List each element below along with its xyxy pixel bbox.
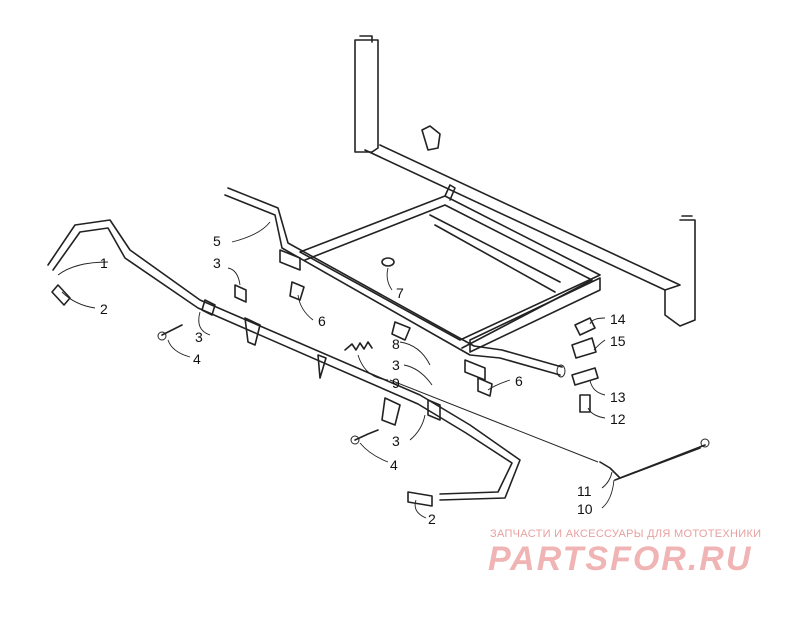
callout-6-b: 6 xyxy=(515,373,523,389)
nut xyxy=(381,257,395,267)
callout-3-c: 3 xyxy=(392,357,400,373)
callout-3-b: 3 xyxy=(195,329,203,345)
grip-end xyxy=(407,491,433,507)
cable-handle xyxy=(389,379,710,481)
watermark-brand: PARTSFOR.RU xyxy=(488,540,753,578)
callout-5: 5 xyxy=(213,233,221,249)
callout-14: 14 xyxy=(610,311,626,327)
brackets xyxy=(201,249,493,426)
spring xyxy=(344,341,373,351)
callout-4-b: 4 xyxy=(390,457,398,473)
callout-15: 15 xyxy=(610,333,626,349)
callout-2-upper: 2 xyxy=(100,301,108,317)
callout-3-a: 3 xyxy=(213,255,221,271)
watermark-tagline: ЗАПЧАСТИ И АКСЕССУАРЫ ДЛЯ МОТОТЕХНИКИ xyxy=(490,528,762,540)
lower-bar xyxy=(47,219,521,501)
callout-labels: 1 2 2 3 3 3 3 4 4 5 6 6 7 8 9 10 11 12 1… xyxy=(100,233,626,527)
callout-4-a: 4 xyxy=(193,351,201,367)
callout-13: 13 xyxy=(610,389,626,405)
leader-lines xyxy=(57,221,615,519)
callout-8: 8 xyxy=(392,336,400,352)
callout-3-d: 3 xyxy=(392,433,400,449)
rear-frame xyxy=(354,35,696,327)
callout-11: 11 xyxy=(577,483,592,499)
latch-assembly xyxy=(571,317,599,413)
callout-1: 1 xyxy=(100,255,108,271)
callout-7: 7 xyxy=(396,285,404,301)
callout-10: 10 xyxy=(577,501,593,517)
bolts xyxy=(157,324,379,445)
callout-6-a: 6 xyxy=(318,313,326,329)
callout-9: 9 xyxy=(392,375,400,391)
callout-2-lower: 2 xyxy=(428,511,436,527)
main-frame xyxy=(299,184,601,353)
upper-bar xyxy=(224,187,566,378)
callout-12: 12 xyxy=(610,411,626,427)
